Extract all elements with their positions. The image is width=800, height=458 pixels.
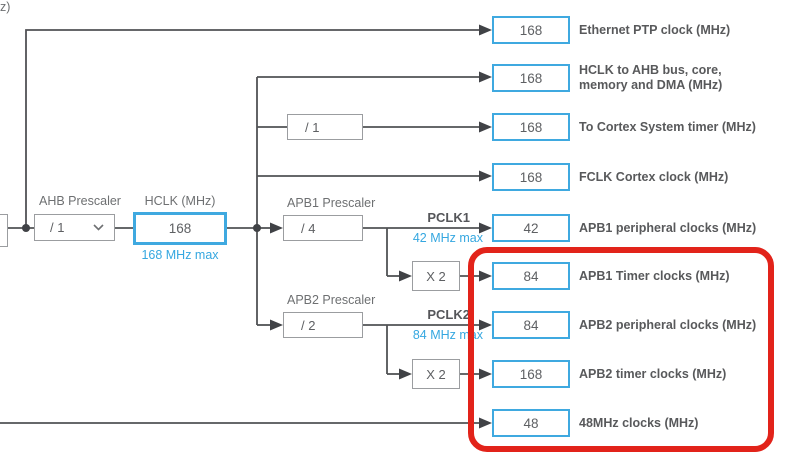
hclk-max-note: 168 MHz max — [141, 248, 219, 262]
ahb-prescaler-value: / 1 — [50, 220, 65, 235]
pclk1-max-note: 42 MHz max — [412, 231, 483, 245]
apb1-prescaler-value: / 4 — [301, 220, 316, 236]
clock-label: 48MHz clocks (MHz) — [579, 416, 699, 430]
output-row-cortex-timer: 168 To Cortex System timer (MHz) — [492, 113, 756, 141]
clock-value-box: 42 — [492, 214, 570, 242]
output-row-hclk-ahb: 168 HCLK to AHB bus, core, memory and DM… — [492, 63, 757, 93]
clock-label: APB1 Timer clocks (MHz) — [579, 269, 730, 283]
pclk2-label: PCLK2 — [427, 307, 470, 322]
clock-label: APB1 peripheral clocks (MHz) — [579, 221, 757, 235]
clock-label: Ethernet PTP clock (MHz) — [579, 23, 731, 37]
source-label-partial: z) — [0, 0, 11, 14]
clock-value-box: 84 — [492, 311, 570, 339]
output-row-48mhz: 48 48MHz clocks (MHz) — [492, 409, 698, 437]
output-row-apb2-timer: 168 APB2 timer clocks (MHz) — [492, 360, 726, 388]
output-row-apb1-timer: 84 APB1 Timer clocks (MHz) — [492, 262, 730, 290]
apb1-timer-multiplier-value: X 2 — [426, 268, 446, 284]
apb2-timer-multiplier-value: X 2 — [426, 366, 446, 382]
clock-label: HCLK to AHB bus, core, memory and DMA (M… — [579, 63, 723, 92]
clock-value-box: 168 — [492, 64, 570, 92]
apb2-prescaler-box[interactable]: / 2 — [283, 312, 363, 338]
clock-label: To Cortex System timer (MHz) — [579, 120, 756, 134]
clock-label: APB2 timer clocks (MHz) — [579, 367, 727, 381]
apb1-timer-multiplier-box: X 2 — [412, 261, 460, 291]
hclk-value-box[interactable]: 168 — [133, 212, 227, 245]
clock-label: FCLK Cortex clock (MHz) — [579, 170, 729, 184]
apb1-prescaler-box[interactable]: / 4 — [283, 215, 363, 241]
clock-value-box: 168 — [492, 360, 570, 388]
clock-value-box: 48 — [492, 409, 570, 437]
source-box-partial — [0, 214, 8, 247]
clock-value-box: 84 — [492, 262, 570, 290]
apb2-prescaler-value: / 2 — [301, 317, 316, 333]
pclk2-max-note: 84 MHz max — [412, 328, 483, 342]
output-row-fclk: 168 FCLK Cortex clock (MHz) — [492, 163, 728, 191]
clock-value-box: 168 — [492, 113, 570, 141]
apb2-prescaler-label: APB2 Prescaler — [287, 293, 376, 307]
output-row-apb2-peripheral: 84 APB2 peripheral clocks (MHz) — [492, 311, 756, 339]
hclk-label: HCLK (MHz) — [144, 194, 216, 208]
clock-value-box: 168 — [492, 16, 570, 44]
chevron-down-icon — [93, 224, 104, 231]
cortex-divider-value: / 1 — [305, 119, 320, 135]
pclk1-label: PCLK1 — [427, 210, 470, 225]
apb1-prescaler-label: APB1 Prescaler — [287, 196, 376, 210]
hclk-value: 168 — [168, 221, 192, 236]
apb2-timer-multiplier-box: X 2 — [412, 359, 460, 389]
output-row-ethernet-ptp: 168 Ethernet PTP clock (MHz) — [492, 16, 730, 44]
ahb-prescaler-dropdown[interactable]: / 1 — [34, 214, 115, 241]
cortex-divider-box[interactable]: / 1 — [287, 114, 363, 140]
clock-value-box: 168 — [492, 163, 570, 191]
clock-label: APB2 peripheral clocks (MHz) — [579, 318, 757, 332]
ahb-prescaler-label: AHB Prescaler — [39, 194, 121, 208]
output-row-apb1-peripheral: 42 APB1 peripheral clocks (MHz) — [492, 214, 756, 242]
